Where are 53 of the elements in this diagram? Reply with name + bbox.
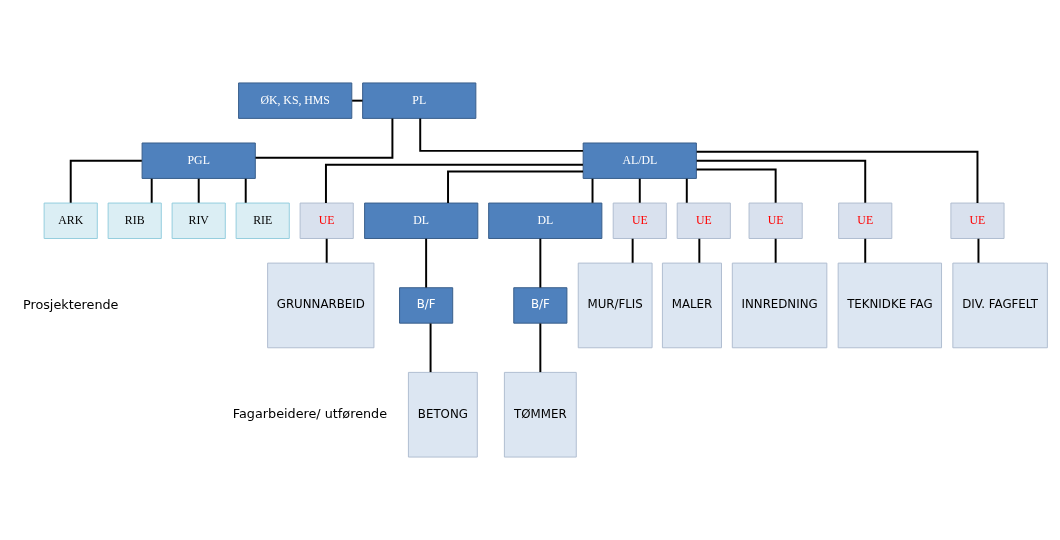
node-box: GRUNNARBEID (267, 262, 375, 349)
node-box: RIB (107, 202, 162, 239)
connector (695, 159, 867, 204)
node-box: MALER (661, 262, 722, 349)
node-box: UE (748, 202, 803, 239)
connector (325, 237, 328, 264)
node-box: AL/DL (582, 142, 697, 179)
node-box: B/F (399, 287, 454, 324)
node-box: DIV. FAGFELT (952, 262, 1048, 349)
connector (254, 117, 394, 159)
label: Prosjekterende (22, 296, 119, 312)
node-box: TEKNIDKE FAG (837, 262, 943, 349)
node-box: RIE (235, 202, 290, 239)
node-box: UE (299, 202, 354, 239)
connector (539, 237, 542, 289)
connector (244, 177, 247, 204)
node-box: MUR/FLIS (577, 262, 653, 349)
node-box: UE (676, 202, 731, 239)
connector (324, 163, 584, 204)
node-box: PL (362, 82, 477, 119)
connector (351, 99, 364, 102)
connector (631, 237, 634, 264)
connector (695, 168, 777, 204)
node-box: INNREDNING (731, 262, 828, 349)
label: Fagarbeidere/ utførende (232, 406, 388, 422)
connector (150, 177, 153, 204)
connector (69, 159, 143, 204)
connector (419, 117, 584, 152)
connector (638, 177, 641, 204)
node-box: DL (488, 202, 603, 239)
connector (685, 177, 688, 204)
node-box: TØMMER (503, 371, 577, 458)
connector (695, 150, 979, 204)
connector (429, 322, 432, 374)
connector (591, 177, 594, 204)
node-box: UE (838, 202, 893, 239)
node-box: RIV (171, 202, 226, 239)
node-box: UE (612, 202, 667, 239)
connector (425, 237, 428, 289)
node-box: ØK, KS, HMS (238, 82, 353, 119)
node-box: UE (950, 202, 1005, 239)
connector (197, 177, 200, 204)
node-box: ARK (43, 202, 98, 239)
node-box: B/F (513, 287, 568, 324)
connector (977, 237, 980, 264)
node-box: BETONG (407, 371, 478, 458)
connector (698, 237, 701, 264)
connector (539, 322, 542, 374)
node-box: DL (364, 202, 479, 239)
connector (864, 237, 867, 264)
connector (447, 170, 584, 204)
node-box: PGL (141, 142, 256, 179)
connector (774, 237, 777, 264)
